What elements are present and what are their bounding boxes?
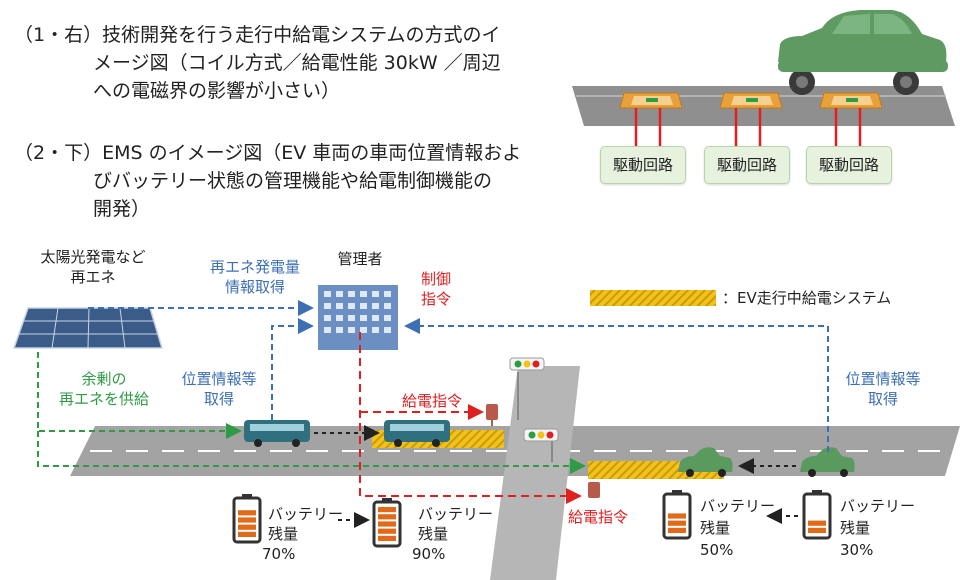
caption-2-line-3: 開発） xyxy=(93,198,151,220)
battery-1-label-1: バッテリー xyxy=(268,505,344,523)
battery-3-label-1: バッテリー xyxy=(700,497,776,515)
renew-info-label-1: 再エネ発電量 xyxy=(209,258,300,276)
caption-1-line-1: （1・右）技術開発を行う走行中給電システムの方式のイ xyxy=(14,24,501,46)
position-label-left-1: 位置情報等 xyxy=(181,370,257,388)
battery-4-label-2: 残量 xyxy=(840,519,871,537)
coil-system-diagram xyxy=(572,10,955,148)
caption-1-line-3: への電磁界の影響が小さい） xyxy=(93,80,341,102)
manager-label: 管理者 xyxy=(337,250,383,268)
building-icon xyxy=(318,285,398,350)
surplus-label-1: 余剰の xyxy=(81,370,127,388)
drive-circuit-2: 駆動回路 xyxy=(704,146,790,184)
battery-4-percent: 30% xyxy=(840,541,874,559)
car-icon xyxy=(800,447,855,477)
battery-4-label-1: バッテリー xyxy=(840,497,916,515)
charger-icon xyxy=(486,404,498,426)
coil-3 xyxy=(819,92,883,109)
battery-1-percent: 70% xyxy=(262,545,296,563)
battery-icon xyxy=(232,494,262,544)
feed-command-label-top: 給電指令 xyxy=(401,392,462,410)
battery-3-label-2: 残量 xyxy=(700,519,731,537)
position-label-right-2: 取得 xyxy=(867,390,898,408)
battery-icon xyxy=(802,490,832,540)
legend-stripe-icon xyxy=(590,290,716,306)
car-icon xyxy=(778,10,948,95)
traffic-light-icon xyxy=(523,428,559,462)
feed-command-label-bottom: 給電指令 xyxy=(567,508,628,526)
battery-2-label-1: バッテリー xyxy=(418,505,494,523)
battery-1-label-2: 残量 xyxy=(268,525,299,543)
bus-icon xyxy=(244,420,310,447)
battery-icon xyxy=(662,490,692,540)
car-icon xyxy=(678,447,733,477)
solar-label-1: 太陽光発電など xyxy=(40,248,146,266)
position-label-right-1: 位置情報等 xyxy=(845,370,921,388)
battery-3-percent: 50% xyxy=(700,541,734,559)
control-label-2: 指令 xyxy=(420,290,451,308)
caption-2-line-1: （2・下）EMS のイメージ図（EV 車両の車両位置情報およ xyxy=(14,142,522,164)
renew-info-label-2: 情報取得 xyxy=(224,278,285,296)
ems-diagram xyxy=(12,285,960,580)
drive-circuit-3: 駆動回路 xyxy=(806,146,892,184)
caption-2-line-2: びバッテリー状態の管理機能や給電制御機能の xyxy=(93,170,493,192)
drive-circuit-1: 駆動回路 xyxy=(600,146,686,184)
cross-road xyxy=(490,366,580,580)
traffic-light-icon xyxy=(509,357,545,420)
coil-2 xyxy=(719,92,783,109)
control-label-1: 制御 xyxy=(420,270,451,288)
charger-icon xyxy=(588,482,600,498)
position-label-left-2: 取得 xyxy=(203,390,234,408)
bus-icon xyxy=(384,420,450,447)
legend-label: ：EV走行中給電システム xyxy=(722,289,892,307)
battery-2-label-2: 残量 xyxy=(418,525,449,543)
caption-1-line-2: メージ図（コイル方式／給電性能 30kW ／周辺 xyxy=(93,52,501,74)
surplus-label-2: 再エネを供給 xyxy=(58,390,149,408)
battery-icon xyxy=(372,498,402,548)
battery-2-percent: 90% xyxy=(412,545,446,563)
coil-1 xyxy=(619,92,683,109)
solar-panel-icon xyxy=(12,307,164,349)
solar-label-2: 再エネ xyxy=(70,268,116,286)
